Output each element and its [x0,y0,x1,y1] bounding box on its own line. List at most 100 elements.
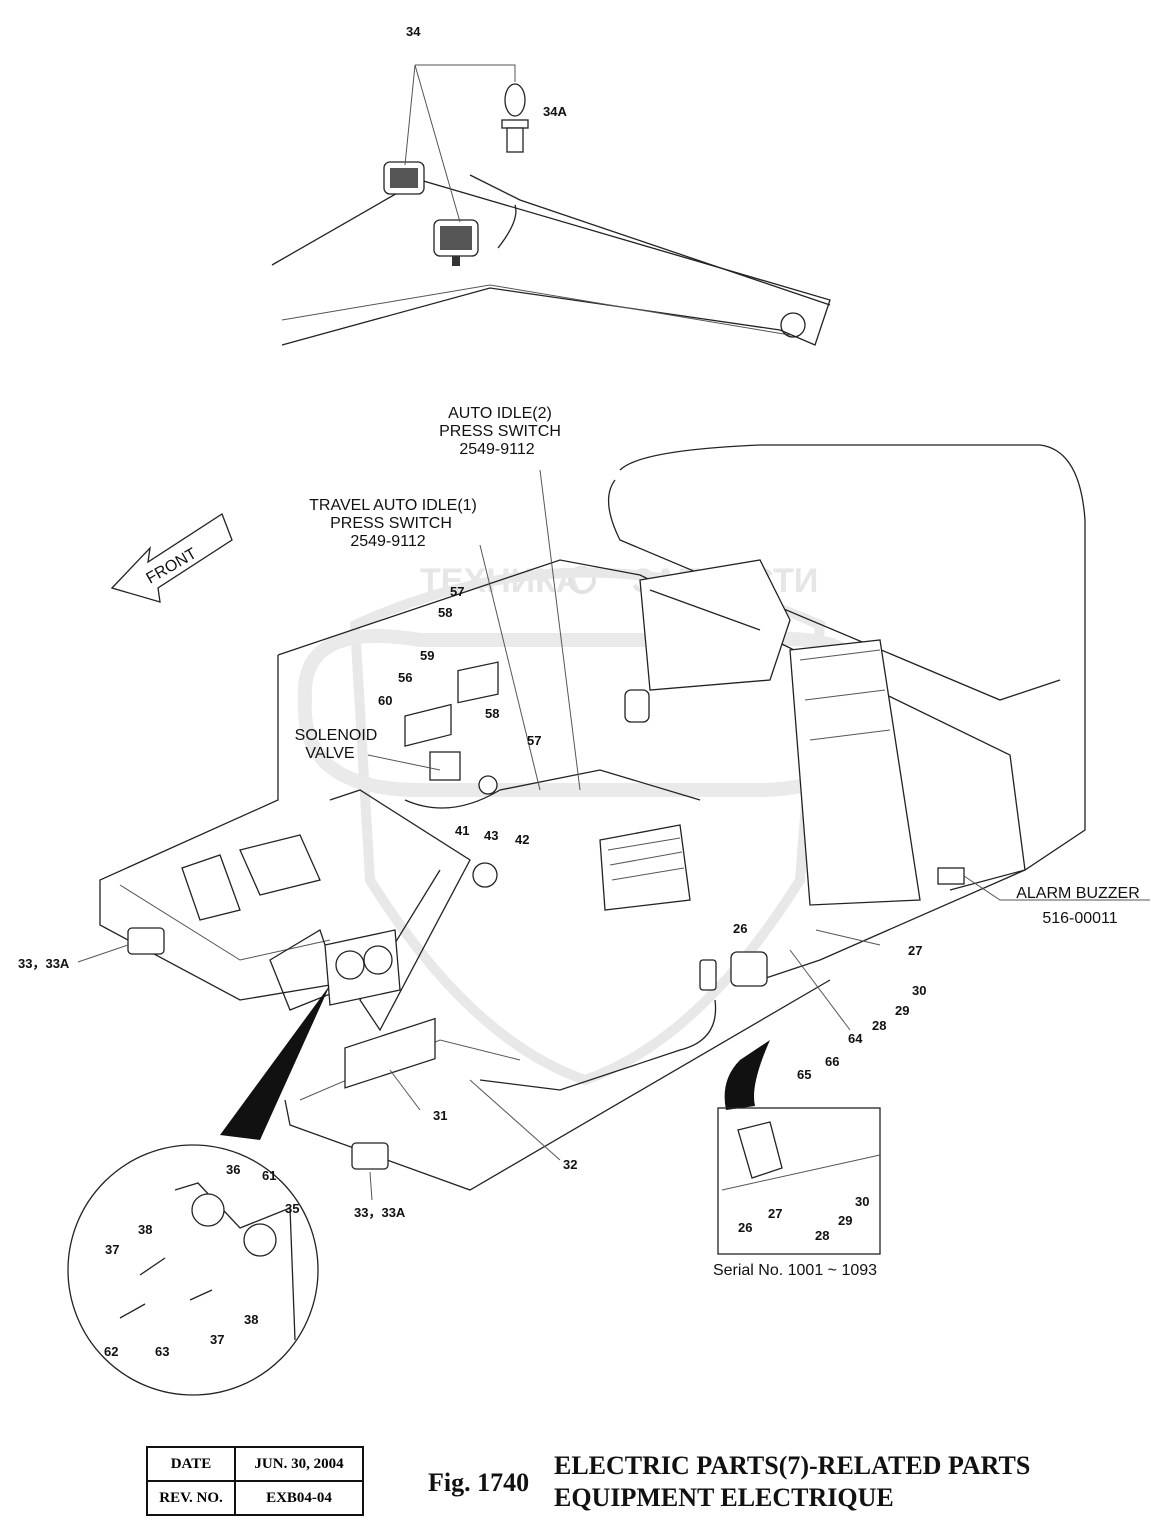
filter [624,689,650,723]
revision-table: DATE JUN. 30, 2004 REV. NO. EXB04-04 [146,1446,364,1516]
lamp-33-left [127,927,165,955]
grille-lines [607,837,685,881]
travel-auto-idle-line2: PRESS SWITCH [330,515,452,532]
harness-main [404,769,701,809]
deck-left-inner [119,884,331,961]
horn-detail [67,985,330,1396]
callout-serial-29: 29 [838,1213,852,1228]
callout-38-lower: 38 [244,1312,258,1327]
callout-65: 65 [797,1067,811,1082]
leader-31 [389,1069,421,1111]
battery-box [344,1017,436,1089]
auto-idle-2-line2: PRESS SWITCH [439,423,561,440]
engine-rail [649,589,761,631]
callout-33-rear: 33，33A [354,1205,406,1220]
callout-32: 32 [563,1157,577,1172]
leader-33-rear [369,1171,373,1201]
callout-41: 41 [455,823,469,838]
cab-outline [619,444,1086,891]
radiator-fins [799,649,891,741]
controller-59 [457,661,499,704]
notes: AUTO IDLE(2) PRESS SWITCH 2549-9112 TRAV… [295,405,1140,1279]
shield-logo [349,567,826,1086]
work-lamp-lower [433,219,479,266]
callout-serial-26: 26 [738,1220,752,1235]
callouts: 34 34A 57 58 59 56 60 58 57 41 43 42 33，… [18,24,926,1359]
radiator [789,639,921,906]
harness-rear [479,999,717,1091]
callout-26: 26 [733,921,747,936]
detail-pointer-left [220,985,330,1140]
buzzer-detail [737,1121,783,1179]
fuse-box [181,854,241,921]
serial-detail [717,1040,881,1255]
callout-serial-30: 30 [855,1194,869,1209]
frame-edge [721,1154,881,1191]
callout-58-lower: 58 [485,706,499,721]
auto-idle-2-line1: AUTO IDLE(2) [448,405,552,422]
callout-58: 58 [438,605,452,620]
fuel-sensor [699,959,717,991]
lamp-33-rear [351,1142,389,1170]
horn-left [335,950,365,980]
callout-64: 64 [848,1031,863,1046]
alarm-buzzer-line1: ALARM BUZZER [1016,885,1140,902]
rev-value: EXB04-04 [234,1480,364,1516]
callout-66: 66 [825,1054,839,1069]
cab-edge [607,479,1061,701]
callout-serial-27: 27 [768,1206,782,1221]
leader-32 [469,1079,561,1161]
boom-pin [780,312,806,338]
alarm-buzzer [937,867,965,885]
callout-33-left: 33，33A [18,956,70,971]
date-label: DATE [146,1446,236,1482]
deck-top [277,559,1026,981]
title-block: DATE JUN. 30, 2004 REV. NO. EXB04-04 Fig… [146,1446,1156,1530]
bulb-icon [501,83,529,153]
callout-31: 31 [433,1108,447,1123]
leader-64 [789,949,851,1031]
figure-title-line2: EQUIPMENT ELECTRIQUE [554,1483,894,1512]
exploded-view-drawing: ТЕХНИКА ЗАПЧАСТИ [18,24,1150,1396]
callout-60: 60 [378,693,392,708]
buzzer-26 [730,951,768,987]
callout-62: 62 [104,1344,118,1359]
figure-title-line1: ELECTRIC PARTS(7)-RELATED PARTS [554,1451,1031,1480]
callout-37: 37 [105,1242,119,1257]
solenoid-line2: VALVE [305,745,354,762]
callout-34a: 34A [543,104,567,119]
watermark: ТЕХНИКА ЗАПЧАСТИ [297,562,878,1086]
boom-foot-pin [472,862,498,888]
boom-harness [469,174,831,306]
callout-59: 59 [420,648,434,663]
solenoid-valve [429,751,461,781]
upper-structure: FRONT [77,444,1150,1201]
detail-pointer-right [724,1040,770,1110]
serial-note: Serial No. 1001 ~ 1093 [713,1262,877,1279]
callout-35: 35 [285,1201,299,1216]
lamp-cable [497,204,517,249]
detail-bracket [174,1182,296,1341]
logo-letters-outline [297,629,878,797]
horn-35 [243,1223,277,1257]
auto-idle-2-line3: 2549-9112 [459,441,534,458]
boom-assembly [271,64,831,346]
travel-auto-idle-line1: TRAVEL AUTO IDLE(1) [309,497,477,514]
leader-auto-idle-2 [539,469,581,791]
callout-36: 36 [226,1162,240,1177]
callout-61: 61 [262,1168,276,1183]
callout-30: 30 [912,983,926,998]
battery-grille [599,824,691,911]
alarm-buzzer-line2: 516-00011 [1042,910,1117,927]
serial-detail-frame [717,1107,881,1255]
callout-56: 56 [398,670,412,685]
relay-box [239,834,321,896]
solenoid-line1: SOLENOID [295,727,378,744]
figure-title: ELECTRIC PARTS(7)-RELATED PARTS EQUIPMEN… [554,1450,1030,1514]
callout-42: 42 [515,832,529,847]
callout-57: 57 [450,584,464,599]
callout-29: 29 [895,1003,909,1018]
callout-37-lower: 37 [210,1332,224,1347]
relay-block-56 [404,703,452,747]
